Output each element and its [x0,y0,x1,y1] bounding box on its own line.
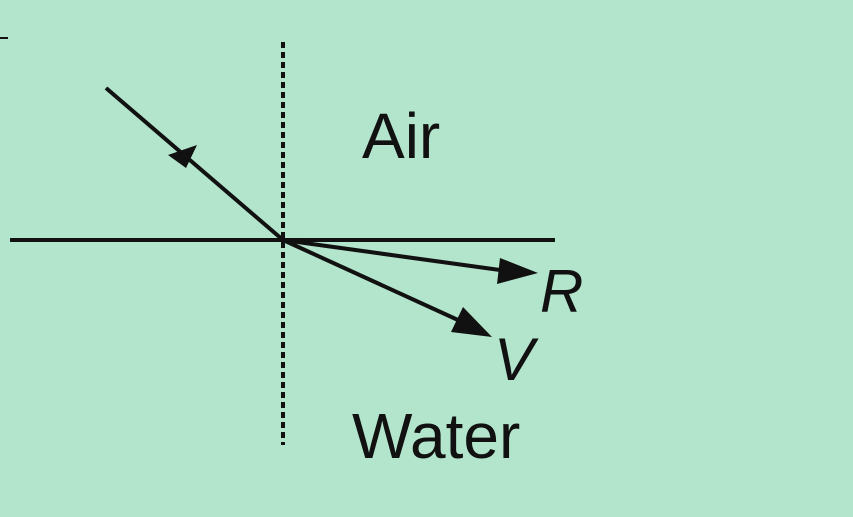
refracted-ray-r [282,238,501,272]
incident-ray [104,86,285,242]
refracted-ray-v-arrowhead [451,307,492,337]
incident-ray-arrowhead [168,145,197,168]
refracted-ray-r-arrowhead [497,258,538,284]
label-water: Water [352,400,520,472]
label-ray-r: R [540,258,583,325]
label-ray-v: V [494,326,539,393]
refracted-ray-v [282,238,459,322]
label-air: Air [362,100,440,172]
